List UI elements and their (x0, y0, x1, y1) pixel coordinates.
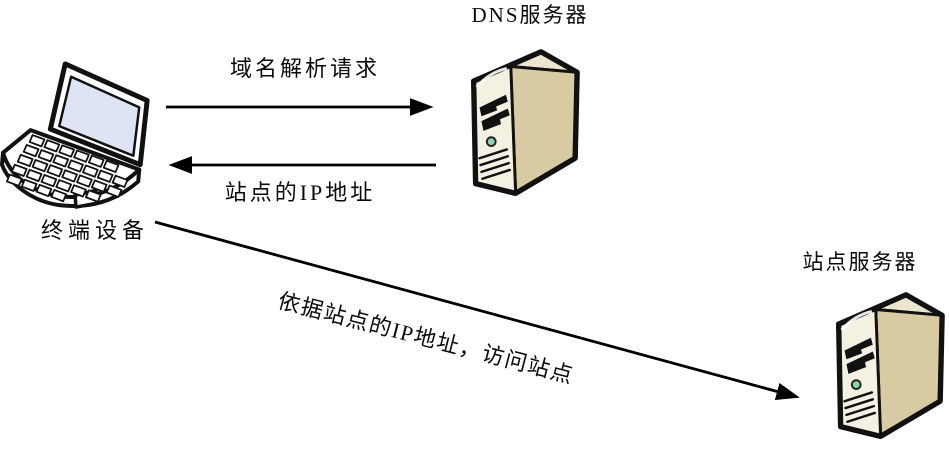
power-led (850, 379, 862, 391)
dns-server-icon (470, 49, 580, 197)
vent-lines (843, 391, 876, 423)
drive-slot (479, 94, 508, 117)
vent-lines (478, 148, 511, 180)
terminal-label: 终端设备 (40, 218, 149, 243)
drive-slot (481, 108, 510, 131)
response-arrow-label: 站点的IP地址 (224, 180, 376, 205)
site-server-label: 站点服务器 (802, 250, 918, 274)
request-arrow-label: 域名解析请求 (229, 56, 380, 81)
drive-slot (846, 351, 875, 374)
laptop-icon (0, 61, 150, 209)
access-arrow (154, 220, 800, 400)
drive-slot (844, 337, 873, 360)
power-led (485, 136, 497, 148)
site-server-icon (835, 292, 945, 440)
dns-server-label: DNS服务器 (471, 3, 589, 27)
